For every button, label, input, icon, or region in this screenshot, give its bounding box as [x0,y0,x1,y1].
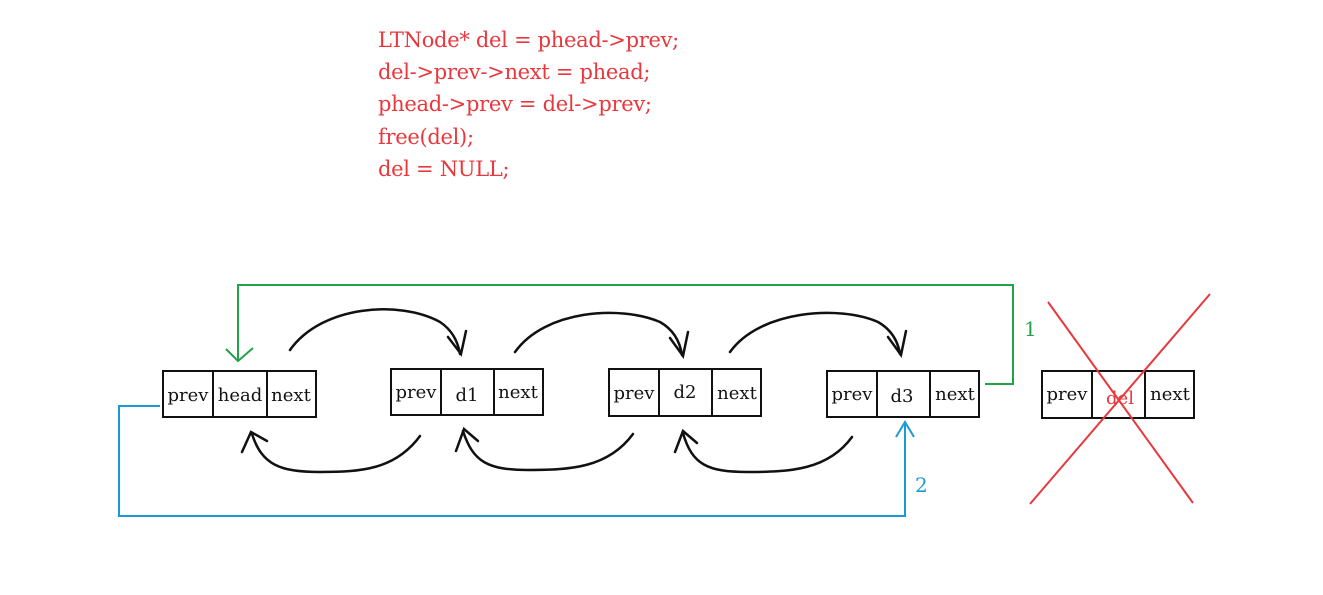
node-d2: prev d2 next [608,368,762,417]
cell-label: next [498,382,538,403]
cell-label: next [1150,384,1190,405]
code-snippet: LTNode* del = phead->prev; del->prev->ne… [378,24,679,185]
step-label-2: 2 [915,473,928,497]
cell-label: next [717,383,757,404]
delete-cross-icon [1029,293,1211,505]
step-label-1: 1 [1024,317,1037,341]
cell-label: next [271,385,311,406]
code-line: phead->prev = del->prev; [378,92,652,117]
node-del: prev del next [1041,370,1195,419]
cell-label: d2 [674,382,697,403]
cell-label: prev [396,382,438,403]
backward-arrows [240,426,854,474]
cell-label: prev [168,385,210,406]
node-head: prev head next [162,370,317,418]
cell-label: prev [614,383,656,404]
blue-arrow-step-2 [118,405,915,517]
green-arrow-step-1 [225,284,1014,385]
forward-arrows [288,308,908,360]
cell-label: prev [832,384,874,405]
code-line: del = NULL; [378,156,510,181]
cell-label: d3 [891,386,914,407]
cell-label: prev [1047,384,1089,405]
cell-label: d1 [456,385,479,406]
code-line: free(del); [378,124,474,149]
cell-label: head [218,385,263,406]
cell-label: next [935,384,975,405]
node-d3: prev d3 next [826,370,980,418]
code-line: del->prev->next = phead; [378,60,651,85]
node-d1: prev d1 next [390,368,544,416]
code-line: LTNode* del = phead->prev; [378,28,679,52]
